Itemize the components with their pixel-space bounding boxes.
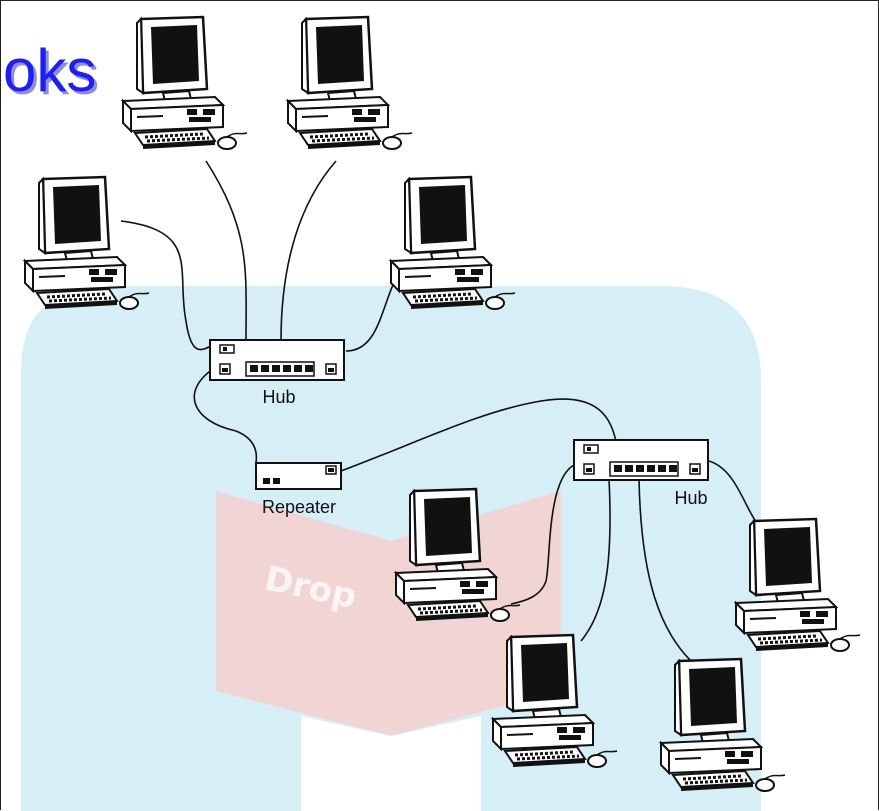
cables <box>120 160 767 662</box>
cable-repeater-hub2 <box>340 398 617 472</box>
computer-icon <box>286 15 414 151</box>
hub-icon <box>209 339 345 381</box>
watermark: Drop <box>21 286 761 811</box>
page-title-fragment: oks <box>3 37 97 104</box>
computer-icon <box>734 517 862 653</box>
computer-icon <box>659 657 787 793</box>
hub-label-bottom: Hub <box>674 488 707 508</box>
cable-pc1-hub1 <box>205 160 247 342</box>
cable-hub2-pc6 <box>580 478 611 642</box>
cable-hub1-repeater <box>193 368 258 464</box>
repeater-label: Repeater <box>262 497 336 517</box>
hub-label-top: Hub <box>262 387 295 407</box>
cable-hub2-pc7 <box>638 478 692 662</box>
repeater-icon <box>255 462 342 490</box>
cable-pc3-hub1 <box>120 220 212 351</box>
cable-hub2-pc5 <box>510 462 580 605</box>
cable-pc2-hub1 <box>280 160 337 342</box>
computer-icon <box>121 15 249 151</box>
hub-icon <box>573 439 709 481</box>
